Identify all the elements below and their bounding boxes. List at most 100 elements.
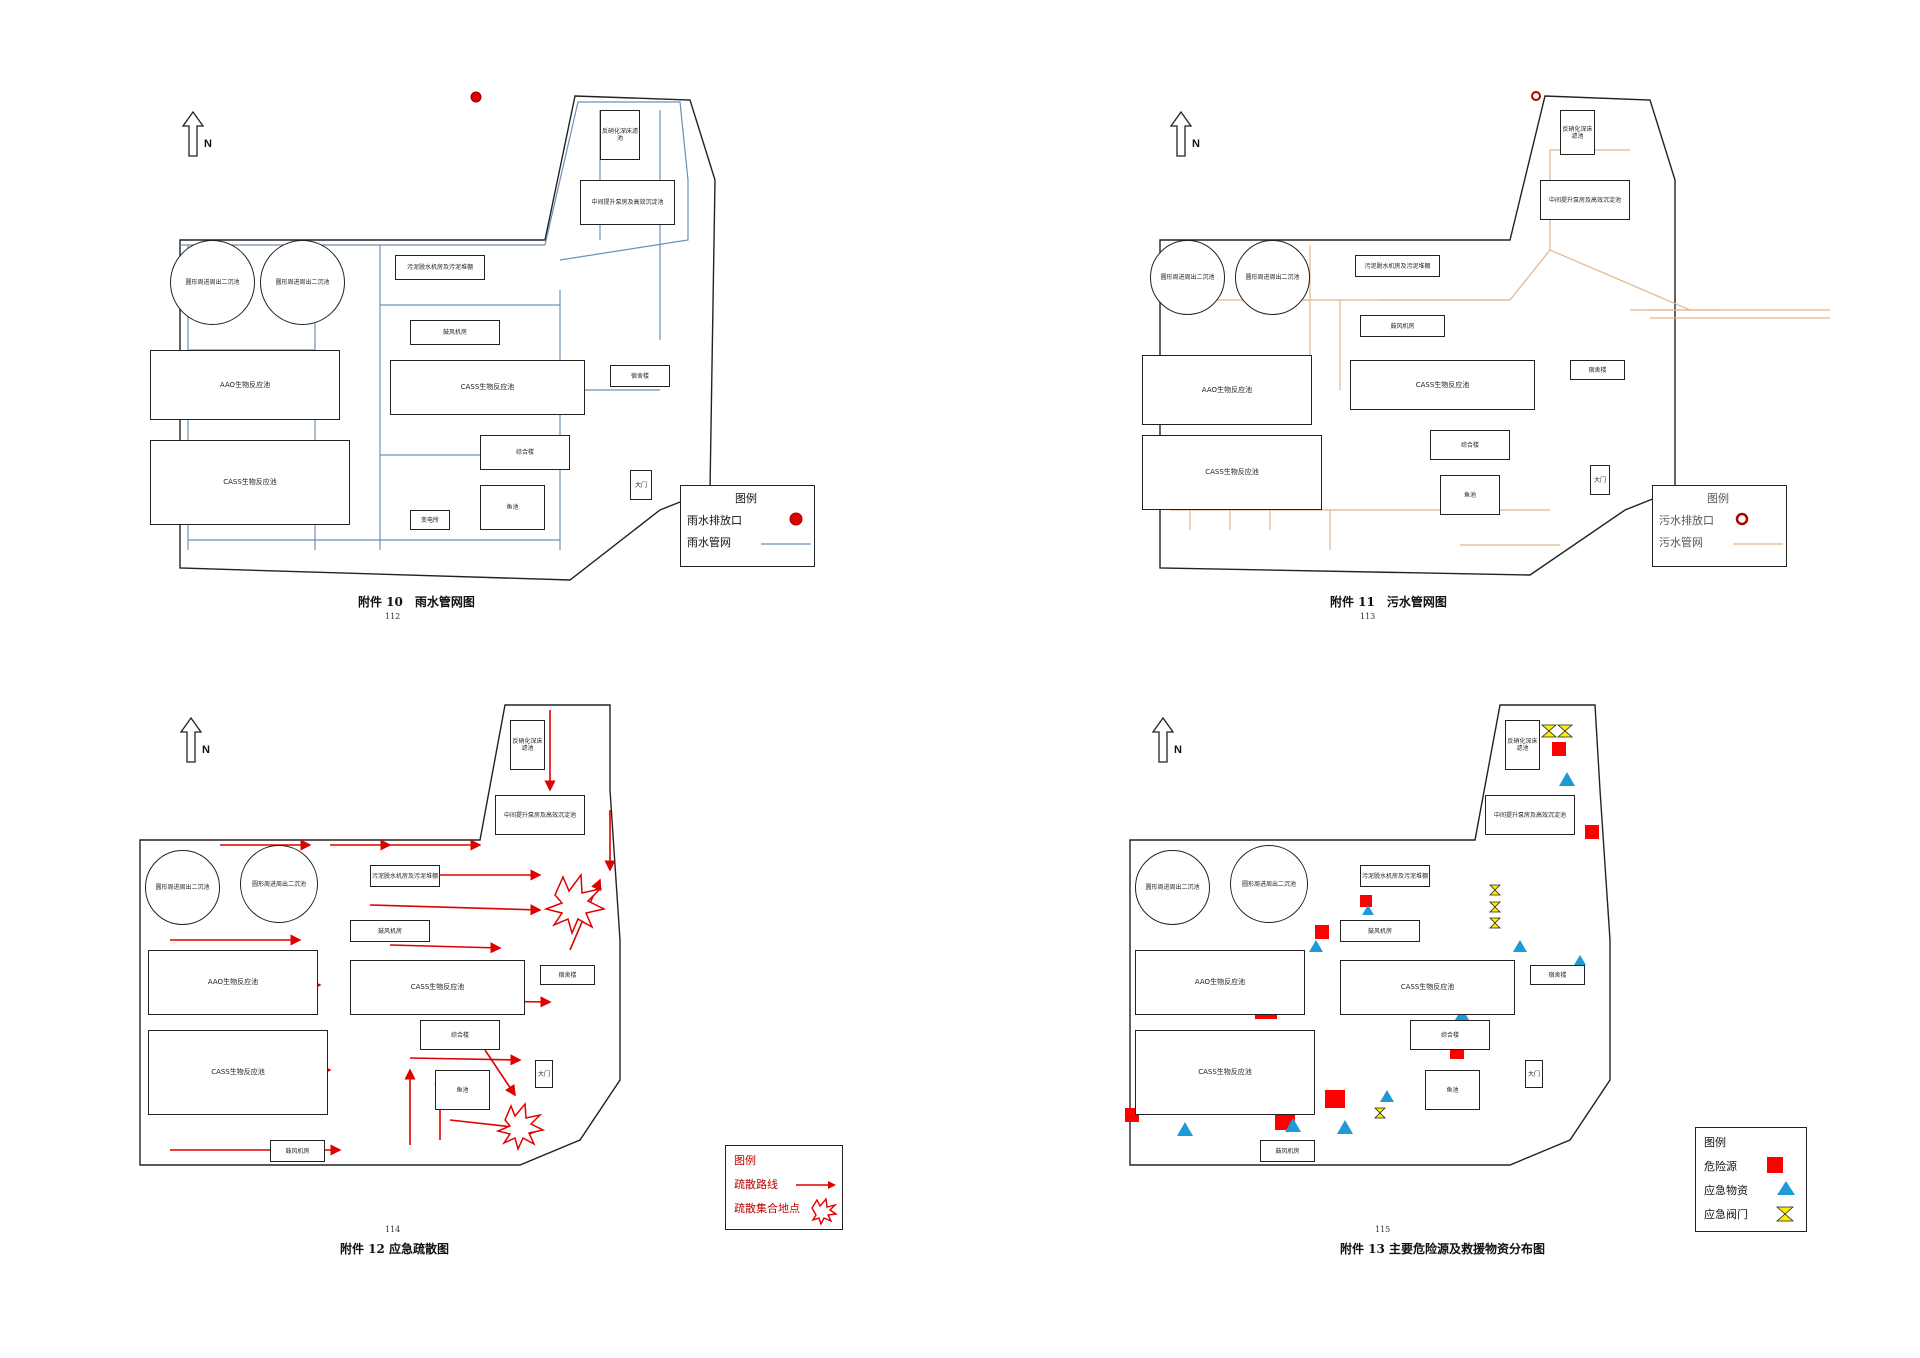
legend-title: 图例 <box>734 1154 756 1167</box>
north-arrow-icon <box>181 110 205 157</box>
lift-pump-house: 中间提升泵房及高效沉淀池 <box>1540 180 1630 220</box>
clarifier-west: 圆形周进周出二沉池 <box>145 850 220 925</box>
rain-outlet-icon <box>470 91 482 103</box>
north-label: N <box>1192 138 1200 150</box>
fish-pond: 鱼池 <box>1425 1070 1480 1110</box>
clarifier-west: 圆形周进周出二沉池 <box>1135 850 1210 925</box>
north-arrow: N <box>1169 110 1200 162</box>
cass-reactor-west: CASS生物反应池 <box>150 440 350 525</box>
legend-row-valve: 应急阀门 <box>1704 1208 1748 1221</box>
clarifier-west: 圆形周进周出二沉池 <box>1150 240 1225 315</box>
blower-room: 鼓风机房 <box>1340 920 1420 942</box>
aao-reactor: AAO生物反应池 <box>148 950 318 1015</box>
denitrification-filter: 反硝化深床滤池 <box>600 110 640 160</box>
dewatering-house: 污泥脱水机房及污泥堆棚 <box>370 865 440 887</box>
evacuation-map: N 圆形周进周出二沉池 圆形周进周出二沉池 AAO生物反应池 CASS生物反应池… <box>139 700 843 1256</box>
sewage-network-map: N 圆形周进周出二沉池 圆形周进周出二沉池 AAO生物反应池 CASS生物反应池… <box>1130 90 1830 621</box>
north-arrow-icon <box>1151 716 1175 763</box>
clarifier-east: 圆形周进周出二沉池 <box>240 845 318 923</box>
legend-row-pipe: 污水管网 <box>1659 536 1703 549</box>
dewatering-house: 污泥脱水机房及污泥堆棚 <box>1360 865 1430 887</box>
fish-pond: 鱼池 <box>1440 475 1500 515</box>
legend-row-supplies: 应急物资 <box>1704 1184 1748 1197</box>
page-number: 113 <box>1360 612 1376 621</box>
north-arrow: N <box>181 110 212 162</box>
legend: 图例 污水排放口 污水管网 <box>1652 485 1787 567</box>
legend-title: 图例 <box>1704 1136 1726 1149</box>
hazard-supplies-map: N 圆形周进周出二沉池 圆形周进周出二沉池 AAO生物反应池 CASS生物反应池… <box>1125 700 1830 1256</box>
legend: 图例 危险源 应急物资 应急阀门 <box>1695 1127 1807 1232</box>
denitrification-filter: 反硝化深床滤池 <box>510 720 545 770</box>
legend-row-route: 疏散路线 <box>734 1178 778 1191</box>
cass-reactor-west: CASS生物反应池 <box>1135 1030 1315 1115</box>
sewage-pipe-legend-line <box>1733 543 1783 545</box>
north-label: N <box>204 138 212 150</box>
fish-pond: 鱼池 <box>480 485 545 530</box>
site-outline <box>139 704 621 1166</box>
clarifier-east: 圆形周进周出二沉池 <box>1230 845 1308 923</box>
office-building: 综合楼 <box>480 435 570 470</box>
main-gate: 大门 <box>630 470 652 500</box>
legend-row-assembly: 疏散集合地点 <box>734 1202 800 1215</box>
aao-reactor: AAO生物反应池 <box>1135 950 1305 1015</box>
sewage-outlet-legend-icon <box>1735 512 1749 526</box>
dormitory: 宿舍楼 <box>1570 360 1625 380</box>
rain-pipe-legend-line <box>761 543 811 545</box>
legend-row-pipe: 雨水管网 <box>687 536 731 549</box>
north-arrow: N <box>1151 716 1182 768</box>
north-arrow-icon <box>1169 110 1193 157</box>
blower-room-south: 鼓风机房 <box>270 1140 325 1162</box>
legend-row-outlet: 污水排放口 <box>1659 514 1714 527</box>
dormitory: 宿舍楼 <box>1530 965 1585 985</box>
fish-pond: 鱼池 <box>435 1070 490 1110</box>
office-building: 综合楼 <box>1430 430 1510 460</box>
office-building: 综合楼 <box>420 1020 500 1050</box>
denitrification-filter: 反硝化深床滤池 <box>1505 720 1540 770</box>
aao-reactor: AAO生物反应池 <box>150 350 340 420</box>
hazard-legend-icon <box>1767 1157 1783 1173</box>
north-label: N <box>1174 744 1182 756</box>
blower-room: 鼓风机房 <box>1360 315 1445 337</box>
cass-reactor-east: CASS生物反应池 <box>350 960 525 1015</box>
page-number: 115 <box>1375 1225 1391 1234</box>
denitrification-filter: 反硝化深床滤池 <box>1560 110 1595 155</box>
legend-title: 图例 <box>1707 492 1729 505</box>
cass-reactor-east: CASS生物反应池 <box>390 360 585 415</box>
dewatering-house: 污泥脱水机房及污泥堆棚 <box>395 255 485 280</box>
north-arrow: N <box>179 716 210 768</box>
blower-room: 鼓风机房 <box>410 320 500 345</box>
clarifier-east: 圆形周进周出二沉池 <box>260 240 345 325</box>
dewatering-house: 污泥脱水机房及污泥堆棚 <box>1355 255 1440 277</box>
blower-room-south: 鼓风机房 <box>1260 1140 1315 1162</box>
main-gate: 大门 <box>1590 465 1610 495</box>
north-label: N <box>202 744 210 756</box>
lift-pump-house: 中间提升泵房及高效沉淀池 <box>1485 795 1575 835</box>
aao-reactor: AAO生物反应池 <box>1142 355 1312 425</box>
legend: 图例 疏散路线 疏散集合地点 <box>725 1145 843 1230</box>
legend-row-outlet: 雨水排放口 <box>687 514 742 527</box>
figure-caption: 附件 10 雨水管网图 <box>358 595 475 609</box>
page-number: 112 <box>385 612 401 621</box>
cass-reactor-west: CASS生物反应池 <box>148 1030 328 1115</box>
assembly-legend-icon <box>811 1197 838 1226</box>
office-building: 综合楼 <box>1410 1020 1490 1050</box>
valve-markers <box>1374 724 1574 1119</box>
figure-caption: 附件 12 应急疏散图 <box>340 1242 450 1256</box>
route-legend-arrow <box>796 1181 836 1189</box>
cass-reactor-west: CASS生物反应池 <box>1142 435 1322 510</box>
valve-legend-icon <box>1775 1206 1795 1222</box>
supplies-legend-icon <box>1777 1181 1795 1195</box>
substation: 变电所 <box>410 510 450 530</box>
dormitory: 宿舍楼 <box>540 965 595 985</box>
rain-outlet-legend-icon <box>789 512 803 526</box>
page-number: 114 <box>385 1225 401 1234</box>
assembly-point-icon <box>495 872 607 1152</box>
legend: 图例 雨水排放口 雨水管网 <box>680 485 815 567</box>
rainwater-network-map: N 圆形周进周出二沉池 圆形周进周出二沉池 AAO生物反应池 CASS生物反应池… <box>140 90 840 621</box>
blower-room: 鼓风机房 <box>350 920 430 942</box>
clarifier-east: 圆形周进周出二沉池 <box>1235 240 1310 315</box>
figure-caption: 附件 11 污水管网图 <box>1330 595 1447 609</box>
sewage-outlet-icon <box>1531 91 1541 101</box>
lift-pump-house: 中间提升泵房及高效沉淀池 <box>580 180 675 225</box>
cass-reactor-east: CASS生物反应池 <box>1350 360 1535 410</box>
